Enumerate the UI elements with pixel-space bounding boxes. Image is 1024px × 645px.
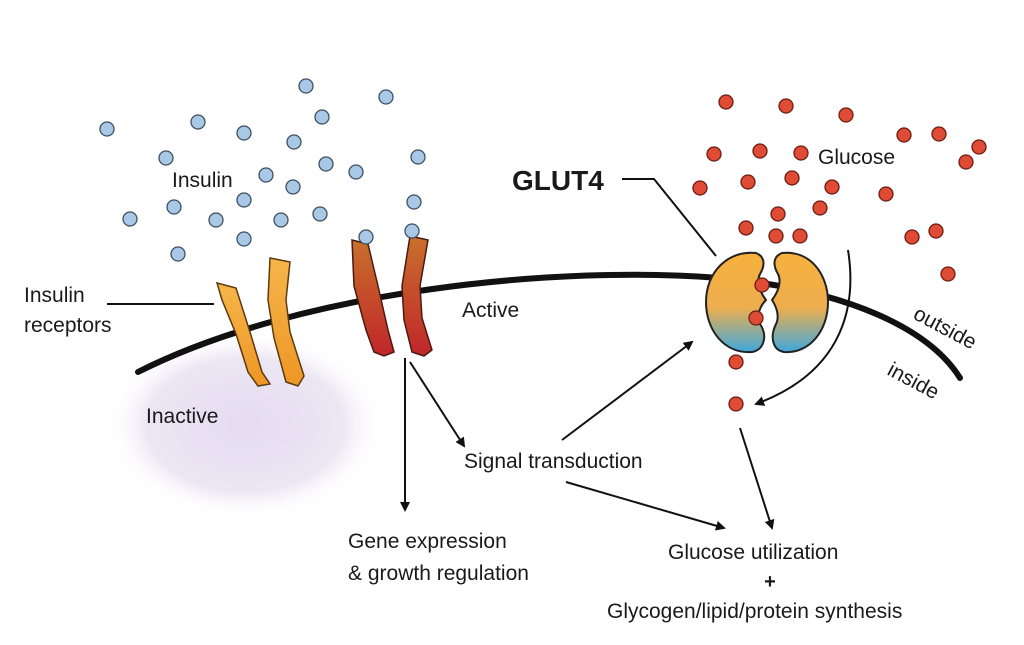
- insulin-molecule: [404, 223, 420, 239]
- gene-expression-label-line2: & growth regulation: [348, 562, 529, 585]
- glucose-molecule: [706, 146, 722, 162]
- glut4-transporter: [704, 251, 830, 354]
- plus-sign: +: [764, 571, 776, 593]
- active-insulin-receptor: [351, 235, 433, 357]
- glucose-molecule: [824, 179, 840, 195]
- insulin-molecule: [236, 192, 252, 208]
- insulin-molecule: [208, 212, 224, 228]
- insulin-molecule: [406, 194, 422, 210]
- glucose-molecule: [971, 139, 987, 155]
- glucose-molecule: [748, 310, 764, 326]
- glucose-molecule: [738, 220, 754, 236]
- inactive-region-blob: [105, 330, 385, 520]
- arrow-glucose-to-utilization: [739, 427, 775, 530]
- inactive-label: Inactive: [146, 405, 218, 428]
- insulin-molecule: [410, 149, 426, 165]
- glucose-utilization-label: Glucose utilization: [668, 541, 838, 564]
- glucose-molecules: [692, 94, 987, 412]
- glucose-molecule: [752, 143, 768, 159]
- glucose-molecule: [793, 145, 809, 161]
- glucose-molecule: [896, 127, 912, 143]
- glucose-molecule: [904, 229, 920, 245]
- insulin-receptors-label-line2: receptors: [24, 314, 112, 337]
- inside-label: inside: [884, 358, 943, 404]
- insulin-molecule: [190, 114, 206, 130]
- synthesis-label: Glycogen/lipid/protein synthesis: [607, 600, 902, 623]
- insulin-molecule: [286, 134, 302, 150]
- glucose-molecule: [692, 180, 708, 196]
- glucose-molecule: [754, 277, 770, 293]
- glucose-molecule: [792, 228, 808, 244]
- insulin-molecule: [122, 211, 138, 227]
- insulin-label: Insulin: [172, 169, 233, 192]
- glucose-molecule: [931, 126, 947, 142]
- glucose-molecule: [728, 396, 744, 412]
- insulin-molecule: [236, 231, 252, 247]
- glut4-label: GLUT4: [512, 165, 604, 196]
- arrow-signal-to-glut4: [561, 340, 694, 441]
- glucose-label: Glucose: [818, 146, 895, 169]
- arrow-signal-to-glucose-utilization: [565, 481, 726, 531]
- insulin-molecule: [378, 89, 394, 105]
- active-label: Active: [462, 299, 519, 322]
- arrow-glucose-entry-curve: [754, 249, 852, 406]
- insulin-molecule: [99, 121, 115, 137]
- glucose-molecule: [958, 154, 974, 170]
- signal-transduction-label: Signal transduction: [464, 450, 643, 473]
- gene-expression-label-line1: Gene expression: [348, 530, 507, 553]
- insulin-molecule: [298, 78, 314, 94]
- insulin-molecule: [166, 199, 182, 215]
- glucose-molecule: [928, 223, 944, 239]
- insulin-molecule: [314, 109, 330, 125]
- glucose-molecule: [718, 94, 734, 110]
- glut4-pointer-line: [622, 178, 717, 257]
- insulin-molecule: [258, 167, 274, 183]
- glucose-molecule: [778, 98, 794, 114]
- insulin-molecule: [273, 212, 289, 228]
- glucose-molecule: [940, 266, 956, 282]
- insulin-molecule: [158, 150, 174, 166]
- glucose-molecule: [784, 170, 800, 186]
- outside-label: outside: [910, 302, 981, 354]
- insulin-molecule: [170, 246, 186, 262]
- insulin-receptors-label-line1: Insulin: [24, 284, 85, 307]
- glucose-molecule: [768, 228, 784, 244]
- pathway-arrows: [400, 249, 852, 531]
- inactive-insulin-receptor: [215, 257, 305, 387]
- insulin-molecule: [285, 179, 301, 195]
- insulin-molecule: [236, 125, 252, 141]
- insulin-molecule: [348, 164, 364, 180]
- insulin-molecule: [358, 229, 374, 245]
- glucose-molecule: [728, 354, 744, 370]
- glucose-molecule: [770, 206, 786, 222]
- glucose-molecule: [878, 186, 894, 202]
- glucose-molecule: [838, 107, 854, 123]
- insulin-molecule: [312, 206, 328, 222]
- insulin-molecule: [318, 156, 334, 172]
- insulin-molecules: [99, 78, 426, 262]
- glucose-molecule: [812, 200, 828, 216]
- arrow-to-signal-transduction: [409, 361, 466, 448]
- glucose-molecule: [740, 174, 756, 190]
